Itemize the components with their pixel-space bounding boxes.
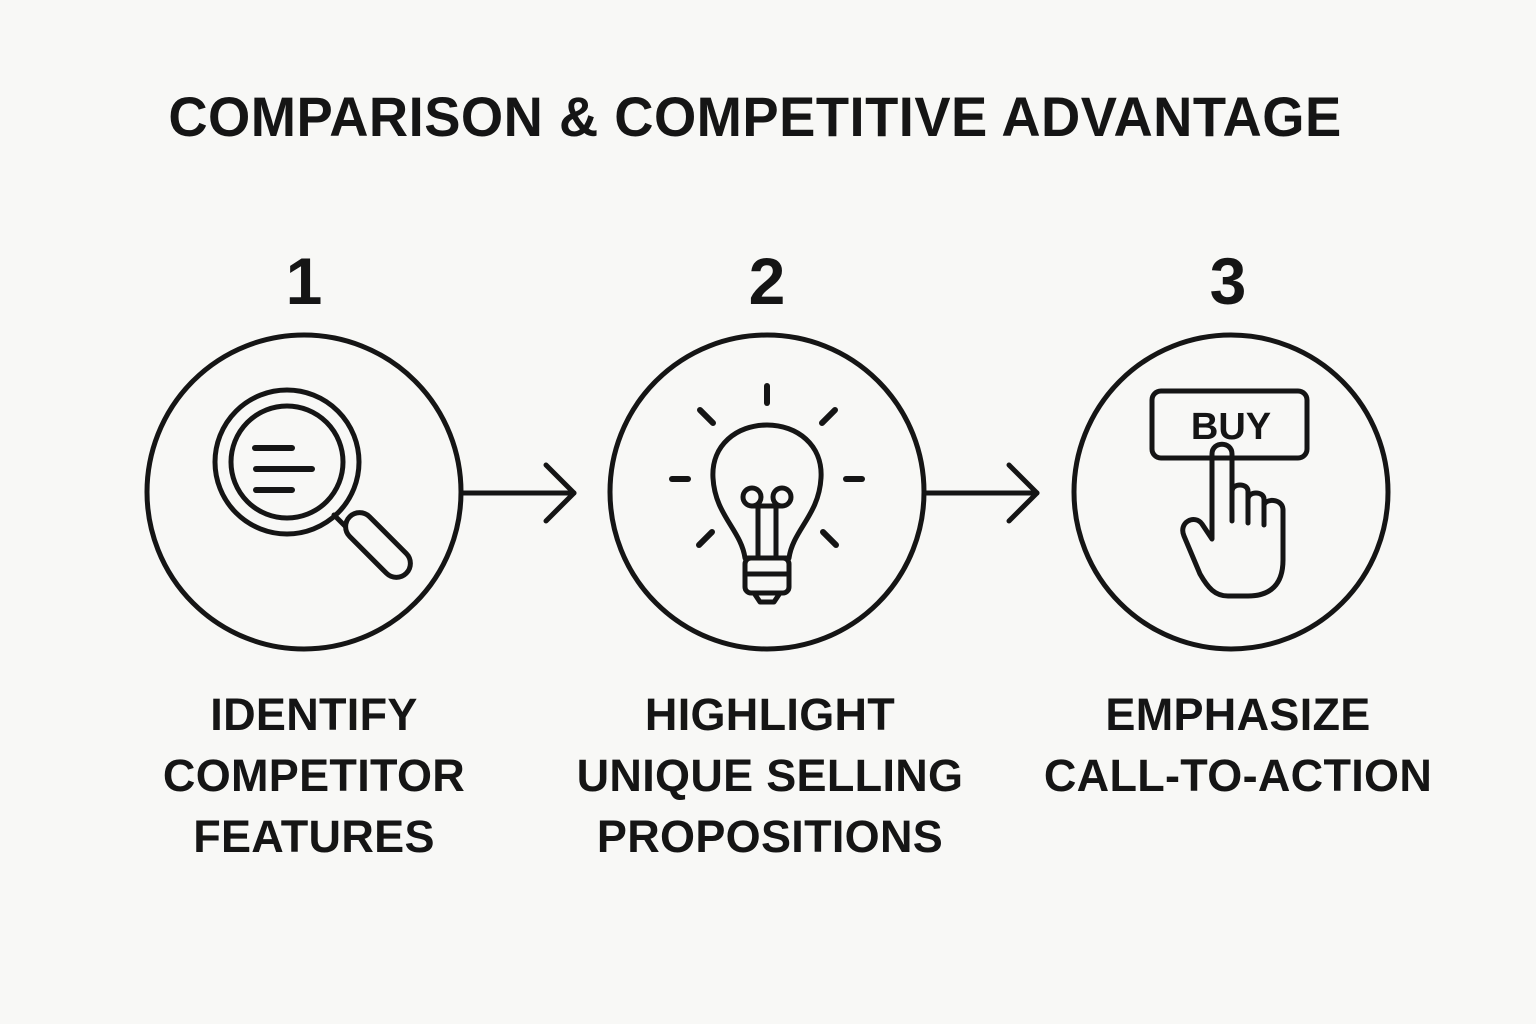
magnifying-glass-icon [212,387,413,580]
step-2-label: HIGHLIGHT UNIQUE SELLING PROPOSITIONS [550,684,990,867]
page-title: COMPARISON & COMPETITIVE ADVANTAGE [168,85,1342,148]
step-1-label-line: COMPETITOR [162,750,466,801]
step-2-label-line: HIGHLIGHT [644,689,896,740]
arrow-right-icon [458,462,577,524]
step-3-label-line: CALL-TO-ACTION [1043,750,1433,801]
step-1-circle [144,332,464,652]
step-3-number: 3 [1209,244,1247,318]
step-2-label-line: UNIQUE SELLING [576,750,964,801]
step-3-label: EMPHASIZE CALL-TO-ACTION [1018,684,1458,806]
step-2-label-line: PROPOSITIONS [596,811,944,862]
step-1-label-line: FEATURES [193,811,435,862]
step-3-label-line: EMPHASIZE [1105,689,1371,740]
step-2-number: 2 [748,244,786,318]
step-3-circle [1071,332,1391,652]
buy-button-text: BUY [1191,406,1271,448]
step-1-label: IDENTIFY COMPETITOR FEATURES [94,684,534,867]
arrow-right-icon [921,462,1040,524]
light-bulb-icon [669,383,865,605]
step-1-number: 1 [285,244,323,318]
step-1-label-line: IDENTIFY [210,689,418,740]
hand-pointer-buy-button-icon [1149,388,1310,599]
